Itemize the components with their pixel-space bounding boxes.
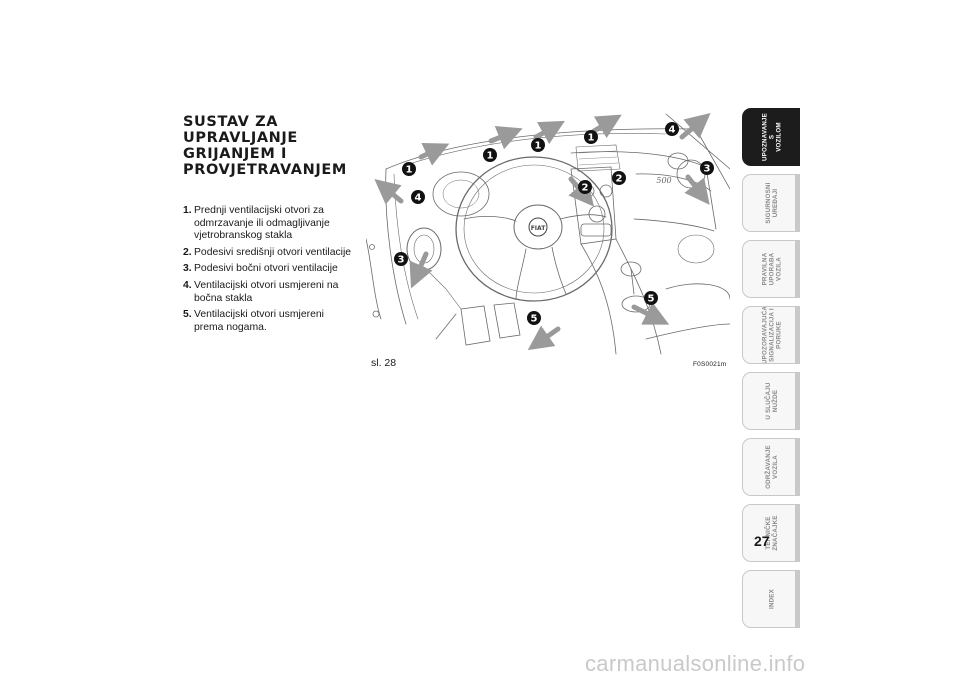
legend-item: 1.Prednji ventilacijski otvori za odmrza… bbox=[183, 205, 353, 243]
callout-label: 1 bbox=[487, 151, 494, 162]
heading-line: PROVJETRAVANJEM bbox=[183, 162, 347, 178]
callout-5a: 5 bbox=[527, 311, 541, 325]
callout-label: 1 bbox=[588, 133, 595, 144]
callout-label: 2 bbox=[582, 183, 589, 194]
callout-label: 5 bbox=[531, 314, 538, 325]
tab-label: PRAVILNA UPORABA VOZILA bbox=[761, 252, 782, 286]
airflow-arrows bbox=[374, 112, 711, 351]
badge-ring bbox=[528, 217, 548, 237]
legend-number: 1. bbox=[183, 205, 192, 216]
arrow-defrost-center bbox=[533, 120, 565, 144]
page-number: 27 bbox=[754, 533, 770, 549]
watermark: carmanualsonline.info bbox=[585, 651, 806, 676]
tab-label: INDEX bbox=[768, 589, 775, 609]
heading-line: GRIJANJEM I bbox=[183, 146, 287, 162]
tab-label: ODRŽAVANJE VOZILA bbox=[764, 445, 779, 489]
callout-1a: 1 bbox=[402, 162, 416, 176]
callout-2b: 2 bbox=[612, 171, 626, 185]
callout-4a: 4 bbox=[411, 190, 425, 204]
callout-1d: 1 bbox=[584, 130, 598, 144]
legend-text: Podesivi bočni otvori ventilacije bbox=[194, 263, 338, 275]
tab-index[interactable]: INDEX bbox=[742, 570, 800, 628]
tab-label: UPOZNAVANJE S VOZILOM bbox=[761, 112, 782, 162]
callout-label: 1 bbox=[406, 165, 413, 176]
tab-label: U SLUČAJU NUŽDE bbox=[764, 382, 779, 420]
tab-upozoravajuca-signalizacija[interactable]: UPOZORAVAJUĆA SIGNALIZACIJA I PORUKE bbox=[742, 306, 800, 364]
arrow-foot-right bbox=[631, 302, 670, 325]
arrow-defrost-mid bbox=[488, 126, 523, 150]
callout-1b: 1 bbox=[483, 148, 497, 162]
callout-4b: 4 bbox=[665, 122, 679, 136]
arrow-defrost-right bbox=[591, 114, 622, 139]
fiat-badge: FIAT bbox=[531, 225, 547, 232]
heading-line: SUSTAV ZA bbox=[183, 114, 279, 130]
callout-label: 3 bbox=[398, 255, 405, 266]
callout-label: 4 bbox=[669, 125, 676, 136]
legend-number: 5. bbox=[183, 309, 192, 321]
vent-legend: 1.Prednji ventilacijski otvori za odmrza… bbox=[183, 205, 353, 338]
legend-item: 3.Podesivi bočni otvori ventilacije bbox=[183, 263, 353, 276]
callout-5b: 5 bbox=[644, 291, 658, 305]
callout-label: 1 bbox=[535, 141, 542, 152]
legend-text: Ventilacijski otvori usmjereni prema nog… bbox=[194, 309, 324, 333]
legend-number: 2. bbox=[183, 246, 192, 258]
tab-u-slucaju-nuzde[interactable]: U SLUČAJU NUŽDE bbox=[742, 372, 800, 430]
figure-code: F0S0021m bbox=[693, 361, 727, 368]
callout-1c: 1 bbox=[531, 138, 545, 152]
heading-line: UPRAVLJANJE bbox=[183, 130, 298, 146]
callout-3a: 3 bbox=[394, 252, 408, 266]
callout-2a: 2 bbox=[578, 180, 592, 194]
legend-item: 2.Podesivi središnji otvori ventilacije bbox=[183, 247, 353, 260]
arrow-foot-left bbox=[527, 325, 561, 351]
arrow-side-right bbox=[679, 112, 711, 140]
arrow-vent-right bbox=[684, 174, 710, 205]
callout-3b: 3 bbox=[700, 161, 714, 175]
callout-label: 2 bbox=[616, 174, 623, 185]
callout-label: 4 bbox=[415, 193, 422, 204]
tab-tehnicke-znacajke[interactable]: TEHNIČKE ZNAČAJKE bbox=[742, 504, 800, 562]
legend-text: Podesivi središnji otvori ventilacije bbox=[194, 246, 352, 258]
tab-label: SIGURNOSNI UREĐAJI bbox=[764, 182, 779, 224]
legend-number: 4. bbox=[183, 279, 192, 291]
tab-upoznavanje[interactable]: UPOZNAVANJE S VOZILOM bbox=[742, 108, 800, 166]
arrow-side-left bbox=[374, 179, 404, 205]
figure-caption: sl. 28 bbox=[371, 357, 397, 369]
arrow-defrost-left bbox=[418, 143, 450, 166]
chapter-tabs: UPOZNAVANJE S VOZILOM SIGURNOSNI UREĐAJI… bbox=[742, 108, 800, 636]
legend-text: Prednji ventilacijski otvori za odmrzava… bbox=[194, 205, 330, 242]
tab-sigurnosni-uredaji[interactable]: SIGURNOSNI UREĐAJI bbox=[742, 174, 800, 232]
dashboard-linework bbox=[366, 113, 730, 355]
tab-label: UPOZORAVAJUĆA SIGNALIZACIJA I PORUKE bbox=[761, 306, 782, 364]
legend-item: 4.Ventilacijski otvori usmjereni na bočn… bbox=[183, 280, 353, 305]
legend-text: Ventilacijski otvori usmjereni na bočna … bbox=[194, 279, 339, 304]
tab-odrzavanje-vozila[interactable]: ODRŽAVANJE VOZILA bbox=[742, 438, 800, 496]
dashboard-illustration: FIAT 500 1 1 1 1 2 2 3 3 4 4 5 5 bbox=[366, 112, 730, 355]
arrow-vent-left bbox=[409, 251, 433, 289]
dash-500-logo: 500 bbox=[656, 176, 671, 185]
callout-group: 1 1 1 1 2 2 3 3 4 4 5 5 bbox=[394, 122, 714, 325]
section-heading: SUSTAV ZA UPRAVLJANJE GRIJANJEM I PROVJE… bbox=[183, 114, 358, 178]
legend-number: 3. bbox=[183, 263, 192, 275]
legend-item: 5.Ventilacijski otvori usmjereni prema n… bbox=[183, 309, 353, 334]
callout-label: 3 bbox=[704, 164, 711, 175]
tab-pravilna-uporaba[interactable]: PRAVILNA UPORABA VOZILA bbox=[742, 240, 800, 298]
callout-label: 5 bbox=[648, 294, 655, 305]
